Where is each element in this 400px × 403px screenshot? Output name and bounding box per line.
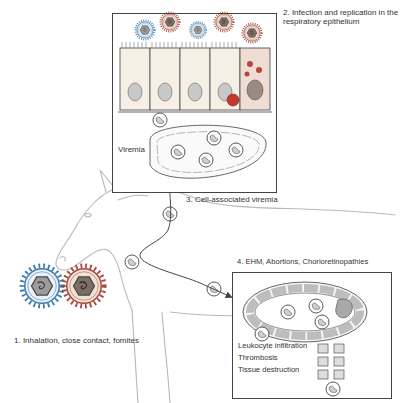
epithelium-inset-art-part xyxy=(136,21,155,40)
epithelium-inset-art-part xyxy=(247,61,253,67)
epithelium-inset-art-part xyxy=(188,83,202,101)
inset-box: 4. EHM, Abortions, ChorioretinopathiesLe… xyxy=(232,272,392,399)
vessel-inset-art-part xyxy=(318,357,328,366)
step-label: 1. Inhalation, close contact, fomites xyxy=(14,336,139,345)
epithelium-inset-art-part xyxy=(157,132,259,173)
epithelium-inset-art-part xyxy=(120,48,150,110)
migrating-leukocytes-part xyxy=(163,207,177,221)
vessel-inset-art-part xyxy=(318,344,328,353)
vessel-inset-art-part xyxy=(334,370,344,379)
epithelium-inset-art-part xyxy=(256,67,262,73)
epithelium-inset-art-part xyxy=(158,83,172,101)
vessel-inset-art-part xyxy=(334,357,344,366)
epithelium-inset-art-part xyxy=(240,48,270,110)
step-label: 3. Cell-associated viremia xyxy=(186,195,278,204)
epithelium-inset-art-part xyxy=(118,112,272,113)
body-text: Thrombosis xyxy=(238,354,278,363)
epithelium-inset-art-part xyxy=(150,48,180,110)
vessel-inset-art-part xyxy=(326,382,340,396)
horse-sketch-part xyxy=(60,257,65,261)
inset-box: 2. Infection and replication in the resp… xyxy=(112,13,277,193)
epithelium-inset-art-part xyxy=(210,48,240,110)
heading-text: 4. EHM, Abortions, Chorioretinopathies xyxy=(237,258,368,267)
epithelium-inset-art-part xyxy=(215,13,234,32)
epithelium-inset-art-part xyxy=(207,131,221,145)
epithelium-inset-art-part xyxy=(180,48,210,110)
epithelium-inset-art-part xyxy=(161,13,180,32)
migration-arrow xyxy=(140,193,232,297)
body-text: Tissue destruction xyxy=(238,366,299,375)
vessel-inset-art-part xyxy=(255,327,269,341)
horse-sketch-part xyxy=(118,195,148,200)
inhaled-virions-part xyxy=(64,266,105,307)
vessel-inset-art-part xyxy=(232,272,392,399)
epithelium-inset-art-part xyxy=(243,24,262,43)
epithelium-inset-art-part xyxy=(153,113,167,127)
vessel-inset-art-part xyxy=(334,344,344,353)
inhaled-virions xyxy=(22,266,105,307)
vessel-inset-art-part xyxy=(309,299,323,313)
horse-sketch-part xyxy=(162,312,170,403)
epithelium-inset-art-part xyxy=(171,145,185,159)
epithelium-inset-art-part xyxy=(150,125,266,178)
epithelium-inset-art-part xyxy=(199,153,213,167)
horse-sketch xyxy=(56,170,395,403)
epithelium-inset-art-part xyxy=(245,72,250,77)
vessel-inset-art-part xyxy=(281,305,295,319)
vessel-inset-art-part xyxy=(318,370,328,379)
vessel-inset-art-part xyxy=(243,282,367,342)
epithelium-inset-art-part xyxy=(229,143,243,157)
horse-sketch-part xyxy=(56,190,112,270)
epithelium-inset-art-part xyxy=(112,13,277,193)
migrating-leukocytes xyxy=(125,207,221,296)
vessel-inset-art-part xyxy=(336,299,353,318)
heading-text: 2. Infection and replication in the resp… xyxy=(283,8,399,26)
migrating-leukocytes-part xyxy=(125,255,139,269)
inhaled-virions-part xyxy=(22,266,63,307)
epithelium-inset-art xyxy=(112,13,277,193)
epithelium-inset-art-part xyxy=(190,22,206,38)
horse-sketch-part xyxy=(132,310,138,403)
vessel-inset-art-part xyxy=(315,315,329,329)
vessel-inset-art xyxy=(232,272,392,399)
body-text: Leukocyte infiltration xyxy=(238,342,307,351)
migrating-leukocytes-part xyxy=(207,282,221,296)
horse-sketch-part xyxy=(85,213,91,217)
body-text: Viremia xyxy=(118,145,145,154)
epithelium-inset-art-part xyxy=(122,42,236,48)
vessel-inset-art-part xyxy=(255,293,355,331)
epithelium-inset-art-part xyxy=(247,80,263,100)
epithelium-inset-art-part xyxy=(227,94,239,106)
epithelium-inset-art-part xyxy=(128,83,142,101)
